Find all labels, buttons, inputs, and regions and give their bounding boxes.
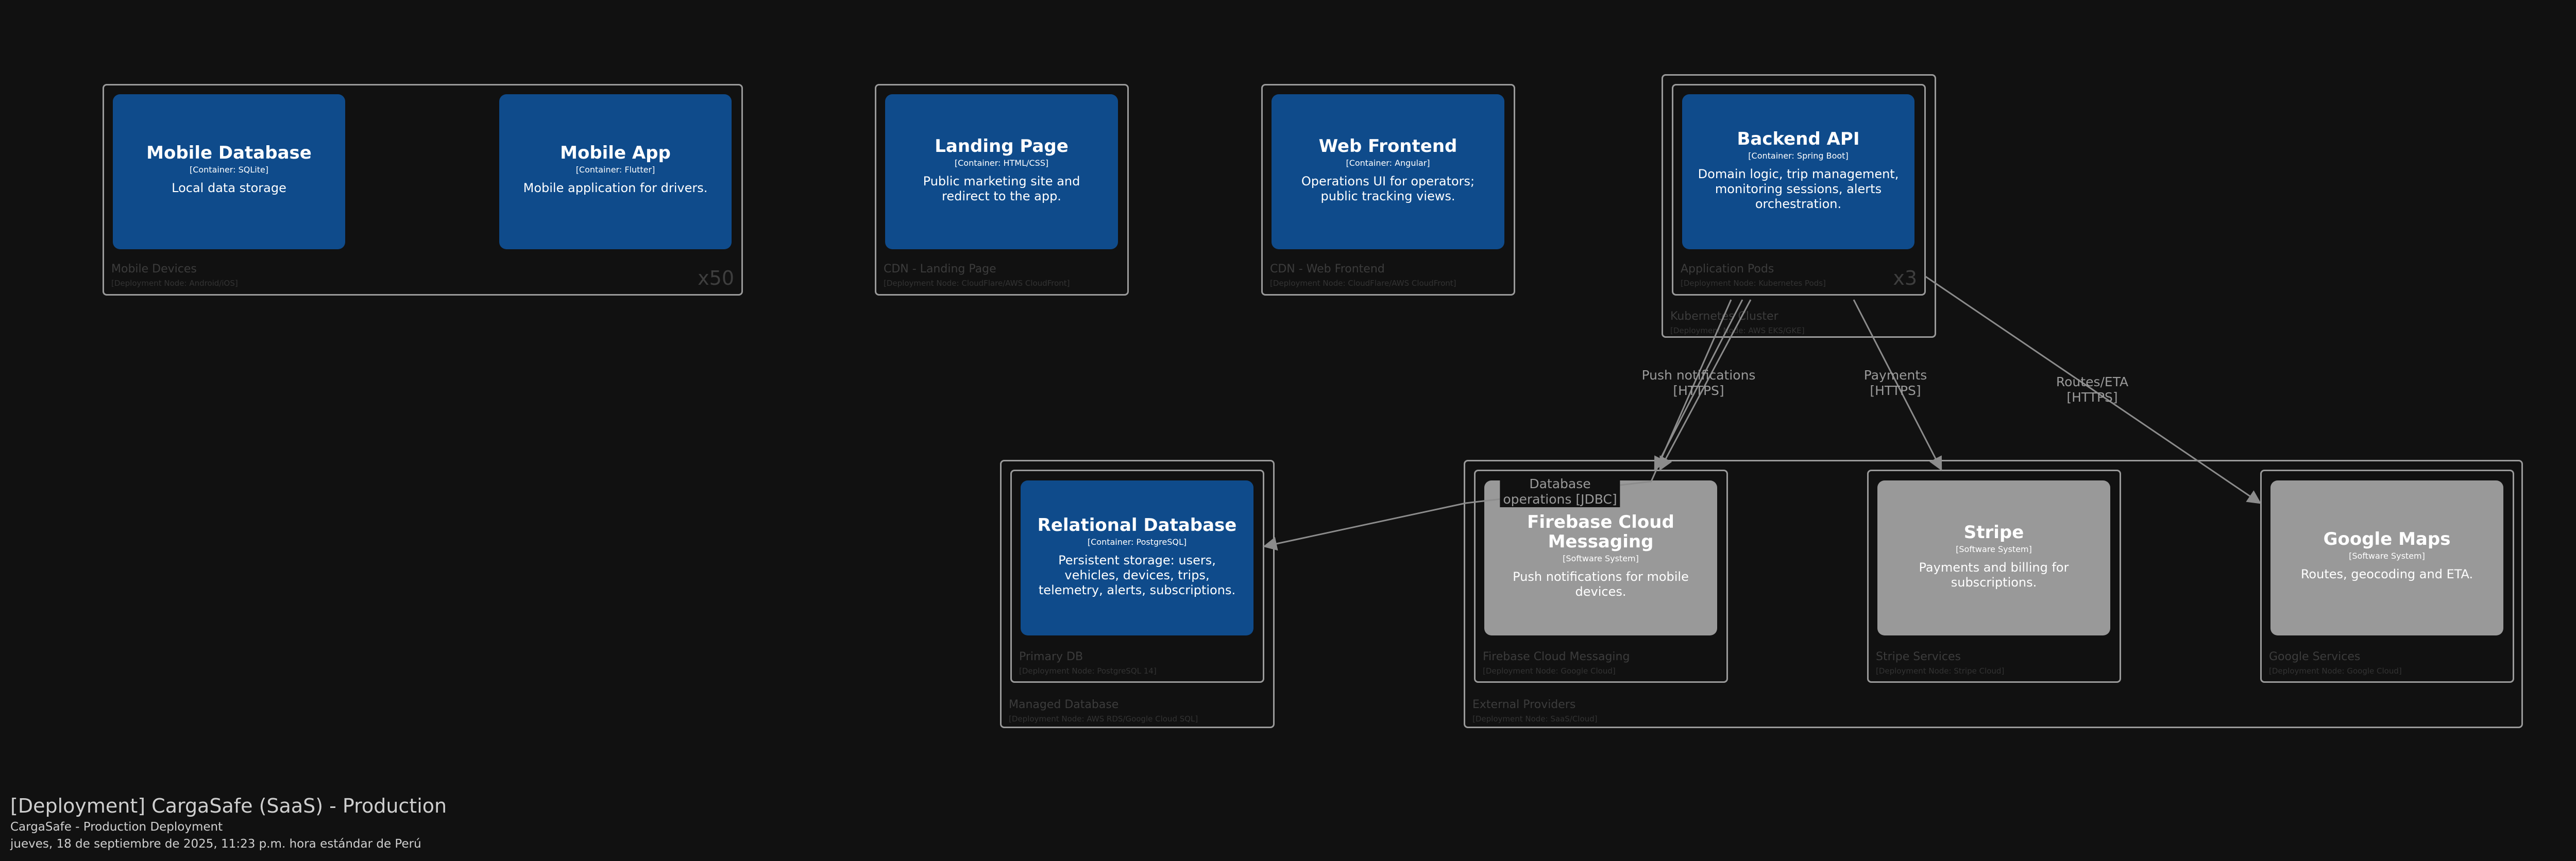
edge-label-routes-eta: Routes/ETA [HTTPS] <box>2056 374 2128 405</box>
google-services-node: Google Services [Deployment Node: Google… <box>2260 470 2514 683</box>
diagram-subtitle: CargaSafe - Production Deployment <box>10 820 223 834</box>
edge-payments <box>1853 299 1942 471</box>
stripe-box[interactable]: Stripe [Software System] Payments and bi… <box>1877 480 2110 635</box>
primary-db-node: Primary DB [Deployment Node: PostgreSQL … <box>1010 470 1264 683</box>
diagram-title: [Deployment] CargaSafe (SaaS) - Producti… <box>10 795 447 817</box>
box-type: [Container: SQLite] <box>189 165 269 175</box>
external-providers-node: External Providers [Deployment Node: Saa… <box>1464 460 2523 728</box>
box-type: [Container: Spring Boot] <box>1748 151 1849 161</box>
google-maps-box[interactable]: Google Maps [Software System] Routes, ge… <box>2270 480 2503 635</box>
edge-label-tech: operations [JDBC] <box>1503 492 1617 507</box>
box-name: Landing Page <box>935 136 1069 157</box>
mobile-devices-node: Mobile Devices [Deployment Node: Android… <box>103 84 743 296</box>
edge-label-line: Push notifications <box>1641 368 1756 383</box>
box-name: Google Maps <box>2323 529 2451 549</box>
edge-database-operations <box>1263 299 1732 551</box>
box-description: Public marketing site and redirect to th… <box>923 174 1080 203</box>
instance-count: x50 <box>698 267 734 289</box>
box-type: [Container: HTML/CSS] <box>954 158 1049 168</box>
node-tech: [Deployment Node: CloudFlare/AWS CloudFr… <box>1270 279 1456 288</box>
application-pods-node: Application Pods [Deployment Node: Kuber… <box>1672 84 1926 296</box>
edge-label-push-notifications: Push notifications [HTTPS] <box>1642 368 1756 399</box>
box-description: Persistent storage: users, vehicles, dev… <box>1038 553 1236 597</box>
diagram-date: jueves, 18 de septiembre de 2025, 11:23 … <box>10 837 421 851</box>
node-tech: [Deployment Node: PostgreSQL 14] <box>1019 666 1157 676</box>
box-description: Operations UI for operators; public trac… <box>1301 174 1475 203</box>
node-tech: [Deployment Node: AWS RDS/Google Cloud S… <box>1009 714 1198 724</box>
stripe-node: Stripe Services [Deployment Node: Stripe… <box>1867 470 2121 683</box>
edge-routes-eta <box>1924 275 2262 504</box>
node-tech: [Deployment Node: Google Cloud] <box>1483 666 1616 676</box>
node-label: CDN - Web Frontend <box>1270 263 1385 275</box>
edge-label-line: Database <box>1529 476 1591 491</box>
node-tech: [Deployment Node: CloudFlare/AWS CloudFr… <box>884 279 1070 288</box>
relational-database-box[interactable]: Relational Database [Container: PostgreS… <box>1021 480 1253 635</box>
node-label: Application Pods <box>1681 263 1774 275</box>
box-type: [Software System] <box>1563 554 1639 563</box>
instance-count: x3 <box>1893 267 1917 289</box>
node-label: Google Services <box>2269 650 2361 663</box>
box-type: [Software System] <box>1956 544 2032 554</box>
box-type: [Container: Angular] <box>1346 158 1430 168</box>
node-label: Stripe Services <box>1876 650 1961 663</box>
box-description: Domain logic, trip management, monitorin… <box>1698 167 1899 211</box>
edge-label-line: Routes/ETA <box>2056 374 2129 389</box>
box-description: Payments and billing for subscriptions. <box>1919 560 2069 590</box>
cdn-landing-node: CDN - Landing Page [Deployment Node: Clo… <box>875 84 1129 296</box>
edge-label-tech: [HTTPS] <box>1673 383 1724 398</box>
mobile-database-box[interactable]: Mobile Database [Container: SQLite] Loca… <box>113 94 345 249</box>
box-description: Push notifications for mobile devices. <box>1513 570 1689 599</box>
node-tech: [Deployment Node: Android/iOS] <box>111 279 238 288</box>
kubernetes-cluster-node: Kubernetes Cluster [Deployment Node: AWS… <box>1662 74 1936 338</box>
edge-label-tech: [HTTPS] <box>2066 390 2118 405</box>
node-label: CDN - Landing Page <box>884 263 996 275</box>
landing-page-box[interactable]: Landing Page [Container: HTML/CSS] Publi… <box>885 94 1118 249</box>
node-tech: [Deployment Node: SaaS/Cloud] <box>1472 714 1598 724</box>
box-description: Mobile application for drivers. <box>523 181 708 195</box>
backend-api-box[interactable]: Backend API [Container: Spring Boot] Dom… <box>1682 94 1914 249</box>
edge-label-tech: [HTTPS] <box>1870 383 1921 398</box>
node-label: Mobile Devices <box>111 263 197 275</box>
edge-label-line: Payments <box>1863 368 1927 383</box>
node-tech: [Deployment Node: Kubernetes Pods] <box>1681 279 1826 288</box>
box-name: Backend API <box>1737 129 1860 149</box>
cdn-web-node: CDN - Web Frontend [Deployment Node: Clo… <box>1261 84 1515 296</box>
firebase-node: Firebase Cloud Messaging [Deployment Nod… <box>1474 470 1728 683</box>
web-frontend-box[interactable]: Web Frontend [Container: Angular] Operat… <box>1272 94 1504 249</box>
node-tech: [Deployment Node: Google Cloud] <box>2269 666 2402 676</box>
edge-label-payments: Payments [HTTPS] <box>1864 368 1927 399</box>
node-label: Firebase Cloud Messaging <box>1483 650 1630 663</box>
node-tech: [Deployment Node: Stripe Cloud] <box>1876 666 2005 676</box>
box-description: Local data storage <box>172 181 286 195</box>
box-name: Stripe <box>1963 522 2024 543</box>
box-type: [Container: PostgreSQL] <box>1087 537 1187 547</box>
node-label: Managed Database <box>1009 698 1119 711</box>
box-type: [Container: Flutter] <box>575 165 655 175</box>
box-name: Mobile Database <box>146 143 312 163</box>
node-label: Primary DB <box>1019 650 1083 663</box>
box-name: Relational Database <box>1037 515 1237 536</box>
managed-database-node: Managed Database [Deployment Node: AWS R… <box>1000 460 1275 728</box>
box-name: Firebase Cloud Messaging <box>1527 512 1674 552</box>
mobile-app-box[interactable]: Mobile App [Container: Flutter] Mobile a… <box>499 94 732 249</box>
node-label: External Providers <box>1472 698 1576 711</box>
box-type: [Software System] <box>2349 551 2425 561</box>
box-description: Routes, geocoding and ETA. <box>2300 567 2473 581</box>
box-name: Web Frontend <box>1318 136 1458 157</box>
edge-label-database-operations: Database operations [JDBC] <box>1500 476 1620 507</box>
box-name: Mobile App <box>560 143 671 163</box>
edge-push-notifications-b <box>1659 299 1752 471</box>
node-tech: [Deployment Node: AWS EKS/GKE] <box>1670 326 1805 335</box>
